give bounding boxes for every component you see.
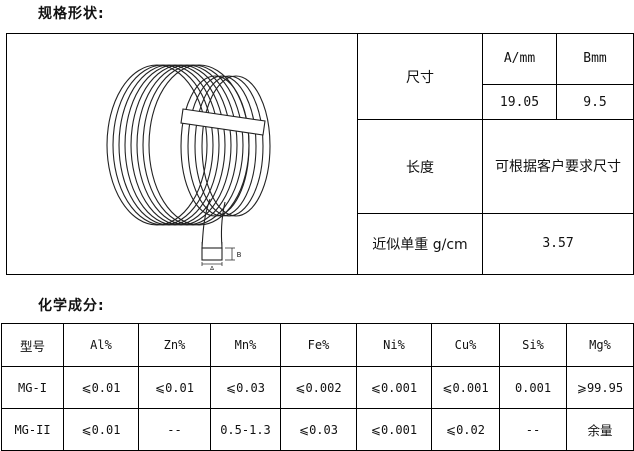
a-value: 19.05: [482, 83, 557, 121]
table-row: MG-I ⩽0.01 ⩽0.01 ⩽0.03 ⩽0.002 ⩽0.001 ⩽0.…: [1, 366, 634, 409]
header-si: Si%: [499, 323, 567, 367]
table-cell: 0.001: [499, 366, 567, 409]
table-cell: ⩽0.001: [431, 366, 500, 409]
b-header: Bmm: [556, 33, 634, 85]
coil-drawing-cell: A B: [6, 33, 358, 275]
table-cell: --: [499, 408, 567, 451]
header-fe: Fe%: [280, 323, 357, 367]
header-mg: Mg%: [566, 323, 634, 367]
b-value: 9.5: [556, 83, 634, 121]
table-row: MG-II ⩽0.01 -- 0.5-1.3 ⩽0.03 ⩽0.001 ⩽0.0…: [1, 408, 634, 451]
dim-a-label: A: [210, 265, 215, 270]
header-zn: Zn%: [138, 323, 211, 367]
shape-section-title: 规格形状:: [38, 6, 105, 22]
table-cell: 余量: [566, 408, 634, 451]
table-cell: ⩽0.01: [63, 366, 139, 409]
table-cell: ⩽0.01: [138, 366, 211, 409]
size-label: 尺寸: [357, 32, 483, 121]
length-value: 可根据客户要求尺寸: [482, 119, 634, 214]
table-cell: 0.5-1.3: [210, 408, 281, 451]
table-cell: ⩾99.95: [566, 366, 634, 409]
table-cell: ⩽0.001: [356, 408, 432, 451]
spec-table: A B 尺寸 A/mm Bmm 19.05 9.5 长度 可根据客户要求尺寸 近…: [6, 32, 634, 276]
row-model: MG-II: [1, 408, 64, 451]
table-cell: ⩽0.03: [280, 408, 357, 451]
dim-b-label: B: [237, 251, 242, 259]
length-label: 长度: [357, 119, 483, 214]
table-cell: --: [138, 408, 211, 451]
a-header: A/mm: [482, 33, 557, 85]
header-mn: Mn%: [210, 323, 281, 367]
header-ni: Ni%: [356, 323, 432, 367]
density-value: 3.57: [482, 212, 634, 276]
coil-drawing: A B: [106, 64, 271, 273]
header-al: Al%: [63, 323, 139, 367]
table-cell: ⩽0.02: [431, 408, 500, 451]
header-cu: Cu%: [431, 323, 500, 367]
table-cell: ⩽0.01: [63, 408, 139, 451]
chem-table: 型号 Al% Zn% Mn% Fe% Ni% Cu% Si% Mg% MG-I …: [1, 323, 634, 451]
density-label: 近似单重 g/cm: [357, 212, 483, 276]
table-cell: ⩽0.03: [210, 366, 281, 409]
row-model: MG-I: [1, 366, 64, 409]
header-model: 型号: [1, 323, 64, 367]
chem-section-title: 化学成分:: [38, 298, 105, 314]
table-cell: ⩽0.001: [356, 366, 432, 409]
table-cell: ⩽0.002: [280, 366, 357, 409]
